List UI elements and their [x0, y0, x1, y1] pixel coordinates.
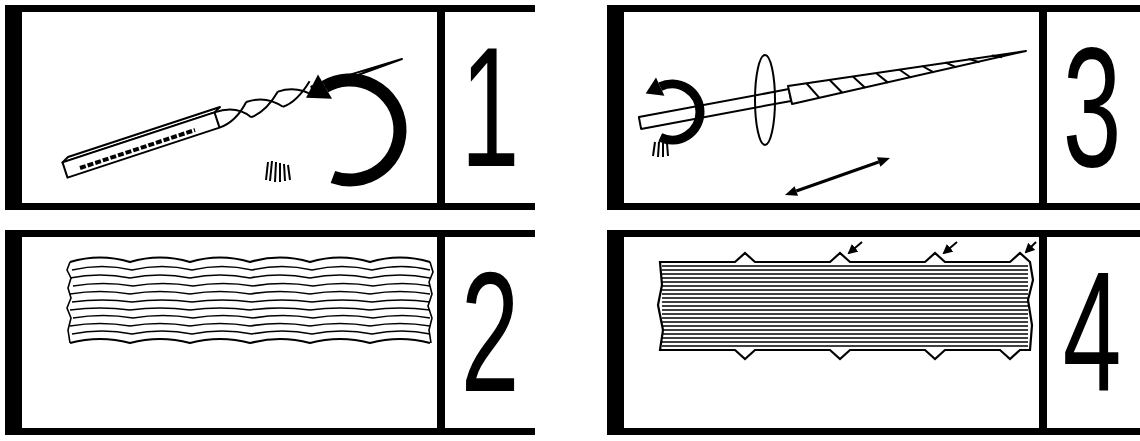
frame-bar — [607, 5, 624, 210]
panel-frame — [5, 230, 535, 435]
hatch-line — [662, 341, 1028, 342]
frame-bar — [5, 203, 535, 210]
grain-line — [72, 300, 430, 302]
spark-line — [284, 164, 285, 181]
bar-hatch — [662, 266, 1028, 346]
grain-line — [70, 292, 430, 295]
panel-frame — [607, 230, 1140, 435]
spark-line — [279, 163, 281, 182]
bar-twist — [215, 81, 315, 127]
grain-line — [70, 258, 430, 263]
hatch-line — [662, 309, 1028, 310]
drill-flute-line — [807, 55, 1003, 98]
hatch-line — [662, 265, 1028, 266]
panel-frame — [5, 5, 535, 210]
grain-end — [67, 262, 71, 343]
grain-end — [428, 262, 433, 343]
hatch-line — [662, 313, 1028, 314]
wood-grain — [67, 258, 433, 344]
rotation-arrow — [306, 75, 400, 180]
frame-bar — [5, 428, 535, 435]
spark-line — [288, 165, 290, 180]
hatch-line — [662, 325, 1028, 326]
hatch-line — [662, 269, 1028, 270]
pointer-arrow — [1026, 242, 1036, 252]
arrow-head — [785, 186, 798, 195]
spark-line — [270, 161, 272, 181]
hatch-line — [662, 345, 1028, 346]
arrow-head — [646, 78, 665, 96]
hatch-line — [662, 273, 1028, 274]
hatch-line — [662, 329, 1028, 330]
grain-line — [72, 331, 430, 334]
frame-bar — [607, 230, 624, 435]
grain-line — [70, 339, 430, 343]
hatch-line — [662, 297, 1028, 298]
hatch-line — [662, 285, 1028, 286]
callout-number-cell: 1 — [443, 22, 538, 192]
frame-bar — [5, 230, 535, 237]
motion-arrow — [785, 157, 890, 195]
grain-line — [70, 275, 430, 278]
spark-line — [266, 162, 268, 180]
callout-number: 4 — [1063, 247, 1122, 417]
hatch-line — [662, 317, 1028, 318]
frame-divider — [437, 5, 445, 210]
frame-bar — [5, 230, 22, 435]
frame-bar — [5, 5, 535, 12]
frame-divider — [1039, 5, 1047, 210]
callout-number-cell: 2 — [443, 247, 538, 417]
spark-line — [275, 162, 276, 182]
frame-bar — [607, 203, 1140, 210]
bar-face — [63, 112, 220, 177]
rotation-arrow — [660, 84, 700, 140]
frame-divider — [1039, 230, 1047, 435]
bar-stripe — [80, 130, 195, 168]
arrow-head — [306, 75, 332, 99]
frame-bar — [607, 230, 1140, 237]
pointer-arrow — [944, 242, 957, 253]
motion-line — [796, 162, 878, 191]
spark-line — [667, 143, 668, 156]
hatch-line — [662, 301, 1028, 302]
callout-number-cell: 4 — [1045, 247, 1140, 417]
grain-line — [73, 284, 430, 287]
arrow-head — [877, 157, 890, 166]
bar-outline — [658, 253, 1033, 359]
rotation-arrow — [646, 78, 700, 140]
hatch-line — [662, 277, 1028, 278]
spark-line — [653, 142, 655, 156]
hatch-line — [662, 289, 1028, 290]
callout-number: 1 — [461, 22, 520, 192]
callout-number-cell: 3 — [1045, 22, 1140, 192]
frame-bar — [607, 5, 1140, 12]
rotation-arrow — [325, 80, 400, 180]
spark-line — [658, 142, 659, 157]
grinding-disc — [755, 55, 775, 145]
spark-hatch — [266, 161, 290, 182]
grain-line — [72, 267, 430, 271]
frame-bar — [607, 428, 1140, 435]
spark-line — [662, 143, 664, 157]
hatch-line — [662, 281, 1028, 282]
callout-number: 2 — [461, 247, 520, 417]
grain-line — [70, 324, 430, 327]
ground-bar — [658, 242, 1036, 359]
frame-divider — [437, 230, 445, 435]
callout-number: 3 — [1063, 22, 1122, 192]
hatch-line — [662, 333, 1028, 334]
panel-frame — [607, 5, 1140, 210]
grain-line — [73, 316, 430, 319]
hatch-line — [662, 321, 1028, 322]
hatch-line — [662, 293, 1028, 294]
drill-flutes — [788, 51, 1026, 104]
hatch-line — [662, 337, 1028, 338]
grain-line — [70, 308, 430, 310]
frame-bar — [5, 5, 22, 210]
pointer-arrow — [849, 242, 862, 253]
hatch-line — [662, 305, 1028, 306]
spark-hatch — [653, 142, 668, 157]
